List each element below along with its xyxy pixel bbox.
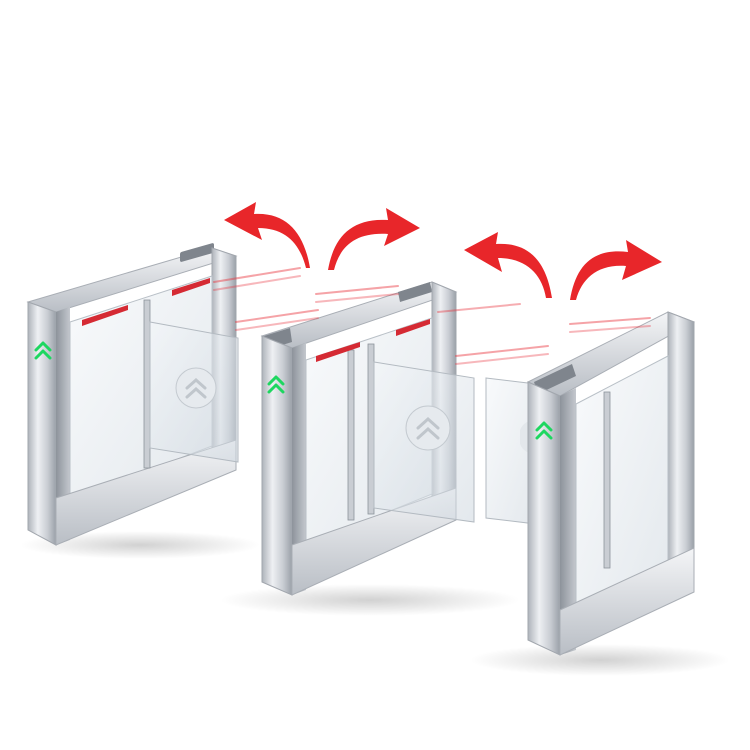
double-chevron-up-icon (34, 341, 52, 360)
curved-arrow-icon (464, 232, 552, 298)
swing-arrows (224, 202, 662, 300)
double-chevron-up-icon (267, 375, 285, 394)
left-cabinet-bottom (55, 439, 237, 546)
left-cabinet-sensor-cap (180, 243, 214, 262)
right-cabinet-bottom (559, 547, 695, 656)
right-cabinet (526, 311, 696, 656)
middle-cabinet-sensor-cap-rear (398, 282, 432, 302)
curved-arrow-icon (224, 202, 310, 268)
left-cabinet-ir-window-1 (82, 305, 128, 326)
right-lane-flap-left (373, 361, 475, 523)
floor-shadow-right (470, 644, 730, 676)
right-cabinet-front-post-inner (560, 388, 576, 655)
middle-cabinet-front-post (261, 335, 293, 596)
middle-cabinet-ir-window-2 (396, 319, 430, 336)
curved-arrow-icon (570, 240, 662, 300)
double-chevron-up-icon (185, 377, 207, 399)
floor-shadow-middle (220, 584, 520, 616)
middle-cabinet-front-post-inner (292, 343, 306, 595)
ir-beams (213, 267, 651, 365)
left-cabinet-front-post-inner (56, 307, 70, 545)
double-chevron-up-icon (535, 421, 553, 440)
middle-cabinet-pivot-pole-2 (367, 343, 375, 515)
curved-arrow-icon (328, 208, 420, 270)
double-chevron-up-icon (416, 416, 440, 440)
left-cabinet-ir-window-2 (172, 278, 210, 296)
left-cabinet-front-post (27, 301, 57, 546)
middle-cabinet-ir-window-1 (316, 342, 360, 362)
floor-shadow-left (20, 531, 260, 559)
right-cabinet-sensor-cap (534, 364, 576, 394)
middle-cabinet-pivot-pole-1 (347, 349, 355, 521)
left-lane-flap-left (149, 321, 239, 463)
right-cabinet-pivot-pole (603, 391, 611, 569)
right-cabinet-rear-post (667, 311, 695, 591)
left-cabinet-pivot-pole (143, 299, 151, 469)
